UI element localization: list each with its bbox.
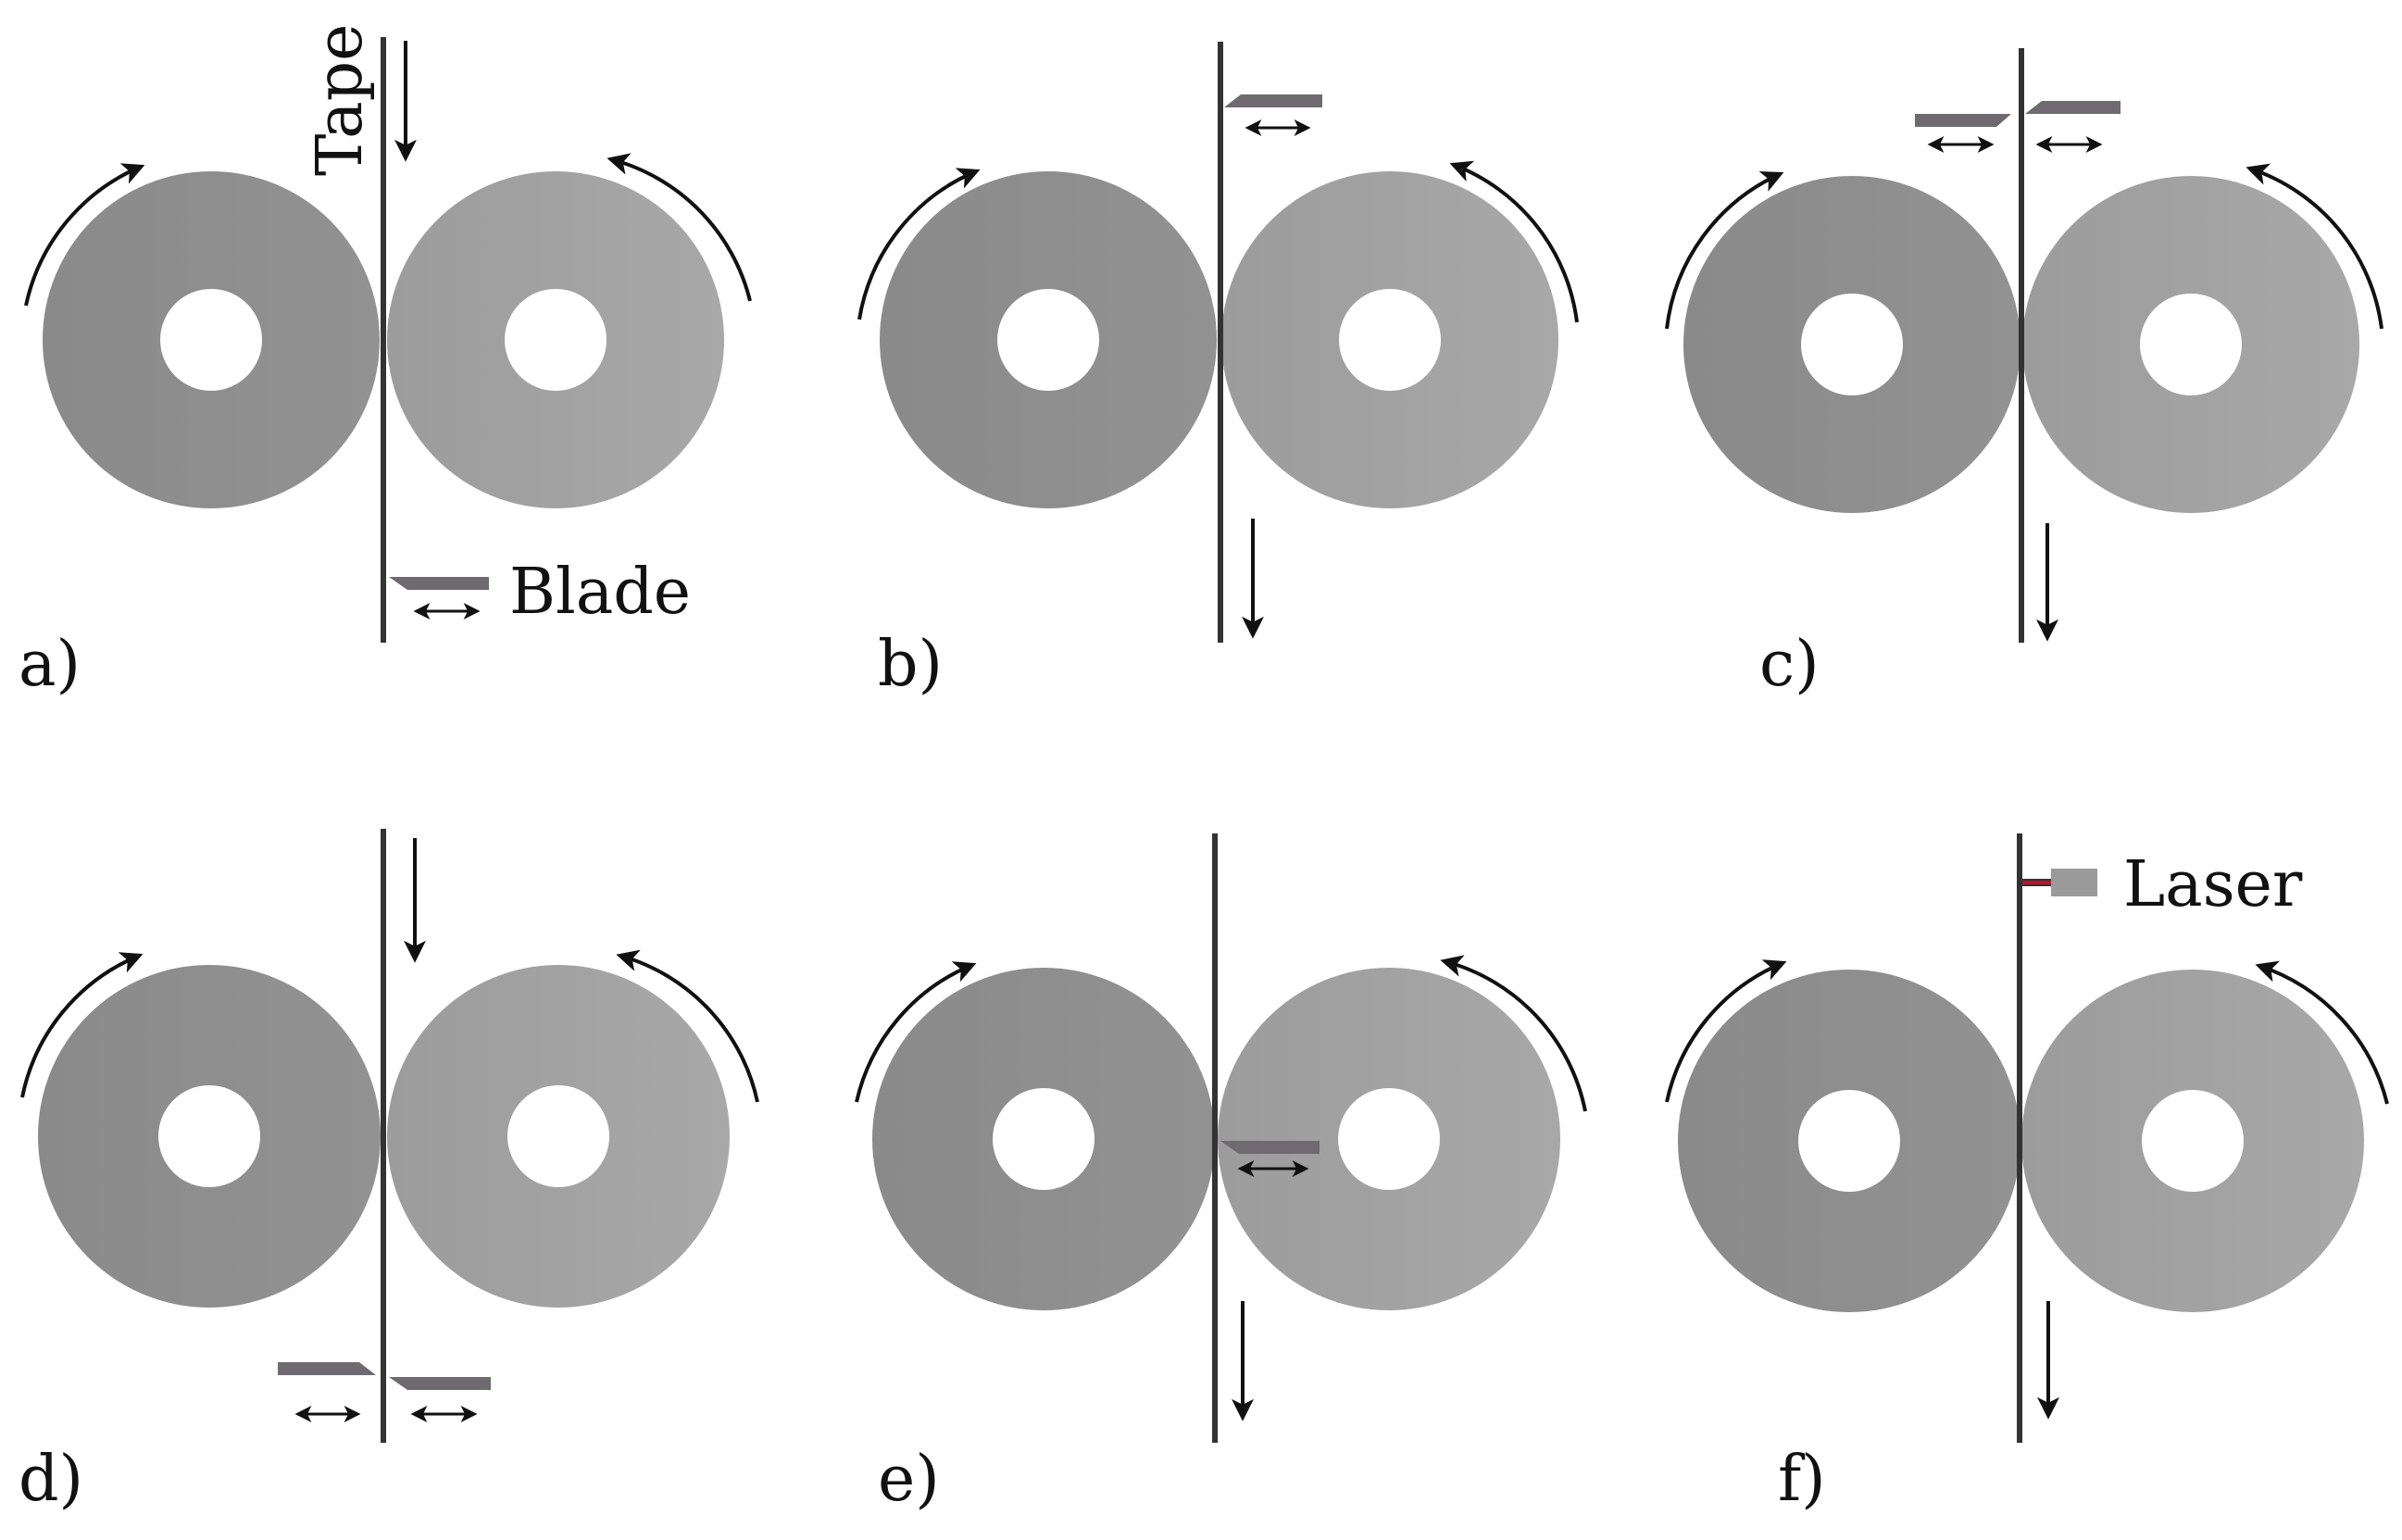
- panel-f: Laser f): [1665, 833, 2389, 1516]
- left-rotation-arrow: [1665, 959, 1787, 1103]
- right-rotation-arrow: [616, 949, 759, 1103]
- panel-label: b): [878, 628, 943, 701]
- panel-d: d): [19, 829, 759, 1516]
- right-rotation-arrow: [2246, 163, 2383, 330]
- left-rotation-arrow: [20, 952, 144, 1098]
- right-roller-hub: [505, 289, 607, 391]
- right-roller-hub: [2140, 294, 2242, 395]
- blade: [1224, 94, 1322, 107]
- left-rotation-arrow: [855, 961, 977, 1103]
- left-rotation-arrow: [24, 163, 145, 307]
- left-rotation-arrow: [1665, 170, 1784, 330]
- left-rotation-arrow: [857, 168, 981, 320]
- right-roller-hub: [507, 1085, 609, 1187]
- panel-label: e): [878, 1443, 940, 1516]
- left-roller-hub: [1801, 294, 1903, 395]
- panel-label: f): [1778, 1443, 1826, 1516]
- laser-icon: [2051, 869, 2097, 896]
- left-blade: [278, 1362, 376, 1375]
- left-roller-hub: [160, 289, 262, 391]
- panel-b: b): [857, 42, 1579, 701]
- blade-label: Blade: [509, 556, 691, 629]
- right-rotation-arrow: [2255, 960, 2389, 1105]
- left-roller-hub: [158, 1085, 260, 1187]
- tape-label: Tape: [304, 24, 377, 176]
- panel-label: d): [19, 1443, 83, 1516]
- laser-label: Laser: [2123, 848, 2303, 921]
- panel-a: Tape Blade a): [19, 24, 752, 701]
- left-roller-hub: [997, 289, 1099, 391]
- right-rotation-arrow: [1440, 955, 1587, 1112]
- panel-label: c): [1759, 628, 1820, 701]
- left-roller-hub: [993, 1088, 1095, 1190]
- right-blade: [2025, 101, 2121, 114]
- right-rotation-arrow: [1449, 160, 1579, 323]
- right-roller-hub: [1338, 1088, 1440, 1190]
- left-blade: [1915, 114, 2011, 127]
- right-rotation-arrow: [607, 153, 752, 302]
- right-blade: [389, 1377, 491, 1390]
- panel-c: c): [1665, 48, 2383, 701]
- blade: [389, 577, 489, 590]
- blade: [1220, 1141, 1320, 1154]
- right-roller-hub: [1339, 289, 1441, 391]
- right-roller-hub: [2142, 1090, 2244, 1192]
- left-roller-hub: [1798, 1090, 1900, 1192]
- panel-e: e): [855, 833, 1587, 1516]
- panel-label: a): [19, 628, 81, 701]
